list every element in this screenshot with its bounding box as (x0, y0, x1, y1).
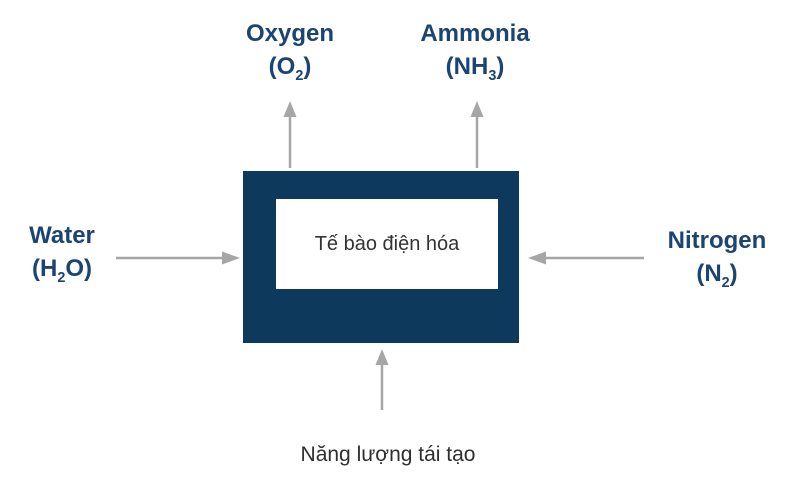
oxygen-formula: (O2) (268, 53, 312, 84)
energy-input-label: Năng lượng tái tạo (300, 443, 476, 466)
oxygen-name: Oxygen (245, 20, 335, 47)
water-name: Water (29, 222, 95, 249)
nitrogen-input-arrow (528, 251, 644, 265)
nitrogen-name: Nitrogen (667, 227, 767, 254)
water-formula: (H2O) (31, 255, 92, 286)
ammonia-formula-subscript: 3 (488, 67, 497, 84)
nitrogen-input-label: Nitrogen (N2) (617, 224, 788, 290)
nitrogen-formula: (N2) (696, 260, 738, 291)
water-formula-subscript: 2 (57, 269, 66, 286)
oxygen-output-arrow (283, 101, 297, 168)
nitrogen-formula-subscript: 2 (721, 274, 730, 291)
water-input-label: Water (H2O) (0, 219, 124, 285)
cell-box: Tế bào điện hóa (243, 171, 519, 343)
water-input-arrow (116, 251, 240, 265)
ammonia-formula: (NH3) (445, 53, 505, 84)
ammonia-output-arrow (470, 101, 484, 168)
ammonia-name: Ammonia (420, 20, 530, 47)
oxygen-formula-subscript: 2 (295, 67, 304, 84)
oxygen-output-label: Oxygen (O2) (190, 17, 390, 83)
energy-input-arrow (375, 349, 389, 410)
ammonia-output-label: Ammonia (NH3) (375, 17, 575, 83)
cell-box-title: Tế bào điện hóa (276, 199, 498, 289)
